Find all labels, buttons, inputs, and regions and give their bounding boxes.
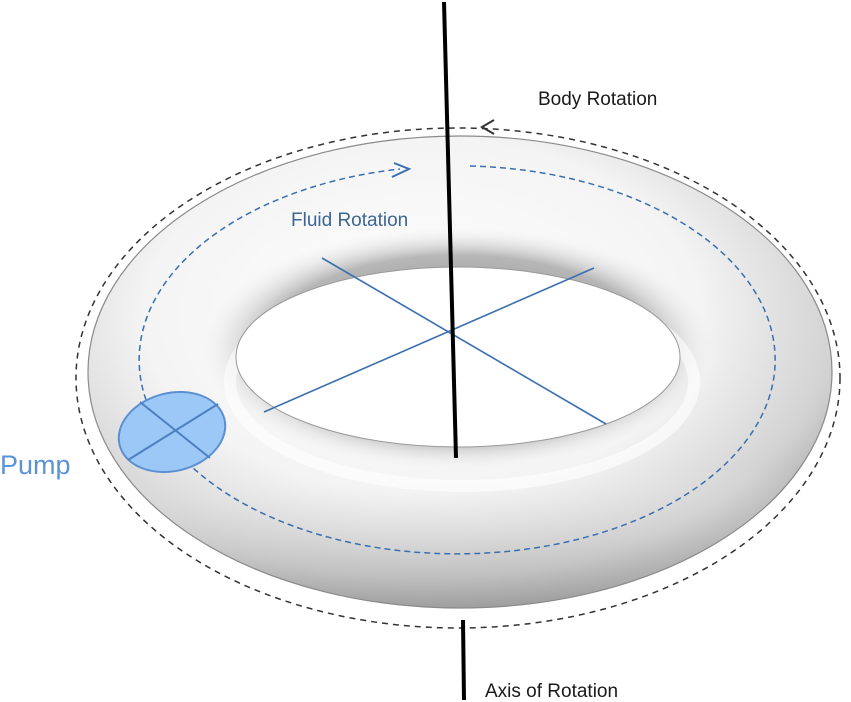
body-rotation-path <box>75 127 841 629</box>
body-rotation-label: Body Rotation <box>538 89 658 110</box>
arrow-left-icon <box>480 119 495 135</box>
torus-hole <box>235 266 681 448</box>
pump-label: Pump <box>0 450 71 480</box>
fluid-rotation-path <box>138 165 776 555</box>
center-line-1 <box>321 257 607 425</box>
center-line-2 <box>263 267 595 413</box>
axis-of-rotation-lower <box>461 619 466 700</box>
axis-of-rotation-upper <box>442 1 458 459</box>
pump <box>117 390 227 474</box>
fluid-rotation-label: Fluid Rotation <box>291 210 409 231</box>
axis-of-rotation-label: Axis of Rotation <box>485 681 619 702</box>
arrow-right-icon <box>391 162 412 178</box>
